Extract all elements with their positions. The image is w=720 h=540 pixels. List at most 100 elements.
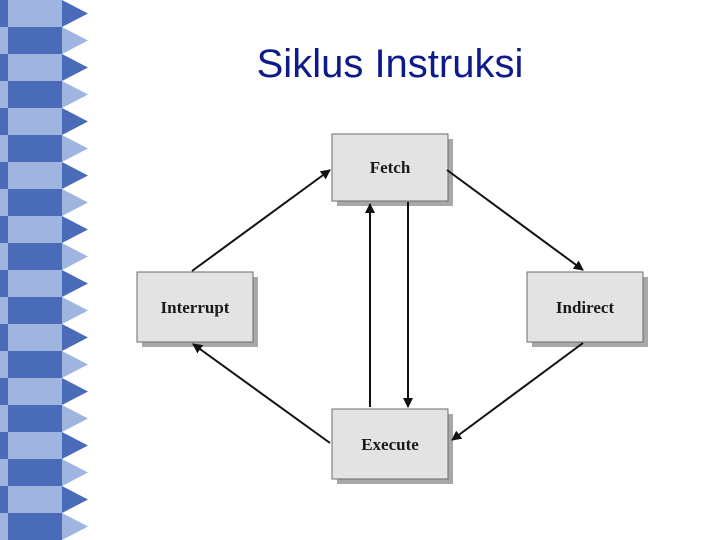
border-tab: [62, 54, 88, 81]
border-cell: [8, 459, 35, 486]
border-tab: [62, 162, 88, 189]
interrupt-box: [136, 271, 254, 343]
border-cell: [35, 135, 62, 162]
border-cell: [35, 378, 62, 405]
border-cell: [0, 486, 8, 513]
border-cell: [35, 351, 62, 378]
border-cell: [35, 189, 62, 216]
border-cell: [0, 432, 8, 459]
border-tab: [62, 270, 88, 297]
border-cell: [0, 27, 8, 54]
border-cell: [8, 243, 35, 270]
border-cell: [35, 432, 62, 459]
border-cell: [35, 54, 62, 81]
execute-box: [331, 408, 449, 480]
border-tab: [62, 405, 88, 432]
border-cell: [8, 486, 35, 513]
border-tab: [62, 432, 88, 459]
border-cell: [35, 405, 62, 432]
border-cell: [8, 135, 35, 162]
border-cell: [8, 54, 35, 81]
border-cell: [0, 81, 8, 108]
border-cell: [0, 216, 8, 243]
border-cell: [0, 189, 8, 216]
border-cell: [35, 459, 62, 486]
border-cell: [35, 162, 62, 189]
border-tab: [62, 351, 88, 378]
border-cell: [8, 378, 35, 405]
border-cell: [8, 270, 35, 297]
execute-label: Execute: [361, 435, 419, 454]
border-tab: [62, 108, 88, 135]
border-tab: [62, 0, 88, 27]
border-cell: [35, 324, 62, 351]
border-cell: [8, 27, 35, 54]
border-cell: [35, 513, 62, 540]
border-cell: [8, 513, 35, 540]
border-cell: [0, 324, 8, 351]
border-cell: [35, 216, 62, 243]
interrupt-label: Interrupt: [161, 298, 230, 317]
node-interrupt: Interrupt: [136, 271, 258, 347]
node-fetch: Fetch: [331, 133, 453, 206]
border-cell: [8, 351, 35, 378]
border-cell: [35, 297, 62, 324]
border-cell: [0, 378, 8, 405]
border-cell: [8, 405, 35, 432]
border-cell: [8, 324, 35, 351]
border-cell: [35, 81, 62, 108]
border-cell: [8, 162, 35, 189]
border-cell: [8, 432, 35, 459]
border-tab: [62, 27, 88, 54]
fetch-label: Fetch: [370, 158, 411, 177]
border-cell: [0, 243, 8, 270]
arrow-indirect-to-execute: [451, 342, 584, 441]
border-tab: [62, 513, 88, 540]
indirect-box: [526, 271, 644, 343]
border-cell: [8, 189, 35, 216]
border-tab: [62, 216, 88, 243]
indirect-label: Indirect: [556, 298, 615, 317]
border-cell: [35, 243, 62, 270]
arrow-interrupt-to-fetch: [191, 169, 331, 272]
arrow-fetch-to-indirect: [446, 169, 584, 271]
border-cell: [35, 270, 62, 297]
node-indirect: Indirect: [526, 271, 648, 347]
node-execute: Execute: [331, 408, 453, 484]
border-cell: [0, 459, 8, 486]
border-cell: [35, 0, 62, 27]
border-cell: [0, 108, 8, 135]
border-tab: [62, 243, 88, 270]
border-cell: [0, 405, 8, 432]
border-cell: [35, 486, 62, 513]
border-cell: [35, 27, 62, 54]
border-tab: [62, 135, 88, 162]
border-tab: [62, 324, 88, 351]
border-cell: [0, 54, 8, 81]
border-tab: [62, 189, 88, 216]
border-cell: [8, 81, 35, 108]
border-cell: [0, 351, 8, 378]
checkered-border: [0, 0, 88, 540]
border-tab: [62, 81, 88, 108]
border-tab: [62, 459, 88, 486]
border-cell: [0, 135, 8, 162]
border-cell: [0, 162, 8, 189]
border-cell: [8, 108, 35, 135]
border-cell: [0, 297, 8, 324]
border-cell: [0, 0, 8, 27]
border-cell: [8, 297, 35, 324]
border-cell: [8, 0, 35, 27]
border-cell: [0, 270, 8, 297]
border-tab: [62, 297, 88, 324]
slide-title: Siklus Instruksi: [256, 42, 524, 86]
border-cell: [0, 513, 8, 540]
border-tab: [62, 378, 88, 405]
border-tab: [62, 486, 88, 513]
fetch-box: [331, 133, 449, 202]
border-cell: [8, 216, 35, 243]
arrow-execute-to-interrupt: [192, 343, 331, 444]
border-cell: [35, 108, 62, 135]
